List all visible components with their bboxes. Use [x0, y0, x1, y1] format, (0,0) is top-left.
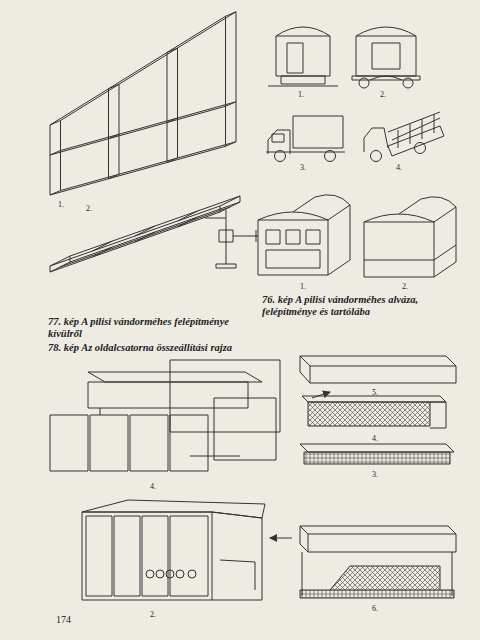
chassis-drawing [50, 196, 240, 272]
callout-number: 2. [86, 204, 92, 213]
callout-number: 1. [300, 282, 306, 291]
figure-caption: 76. kép A pilisi vándorméhes alváza, fel… [262, 294, 467, 318]
callout-number: 4. [372, 434, 378, 443]
callout-number: 3. [372, 470, 378, 479]
callout-number: 4. [150, 482, 156, 491]
support-leg [205, 210, 258, 268]
callout-number: 2. [150, 610, 156, 619]
frame-drawing [50, 12, 236, 195]
side-channel-assembly [50, 360, 280, 471]
callout-number: 2. [402, 282, 408, 291]
callout-number: 3. [300, 163, 306, 172]
truck-drawing [364, 112, 444, 162]
callout-number: 1. [298, 90, 304, 99]
grid-part [300, 444, 454, 464]
wagon-structure [364, 197, 456, 277]
wagon-structure [258, 195, 350, 275]
trailer-end-view [352, 27, 420, 88]
trailer-end-view [268, 27, 338, 86]
figure-caption: 78. kép Az oldalcsatorna összeállítási r… [48, 342, 288, 354]
callout-number: 2. [380, 90, 386, 99]
callout-number: 1. [58, 200, 64, 209]
side-channel-assembly [82, 500, 292, 600]
tray-part [300, 356, 456, 383]
truck-drawing [266, 116, 345, 162]
callout-number: 5. [372, 388, 378, 397]
mesh-part [302, 392, 446, 428]
callout-number: 6. [372, 604, 378, 613]
callout-number: 4. [396, 163, 402, 172]
page-number: 174 [56, 614, 71, 626]
figure-caption: 77. kép A pilisi vándorméhes felépítmény… [48, 316, 238, 340]
channel-part [300, 526, 456, 598]
